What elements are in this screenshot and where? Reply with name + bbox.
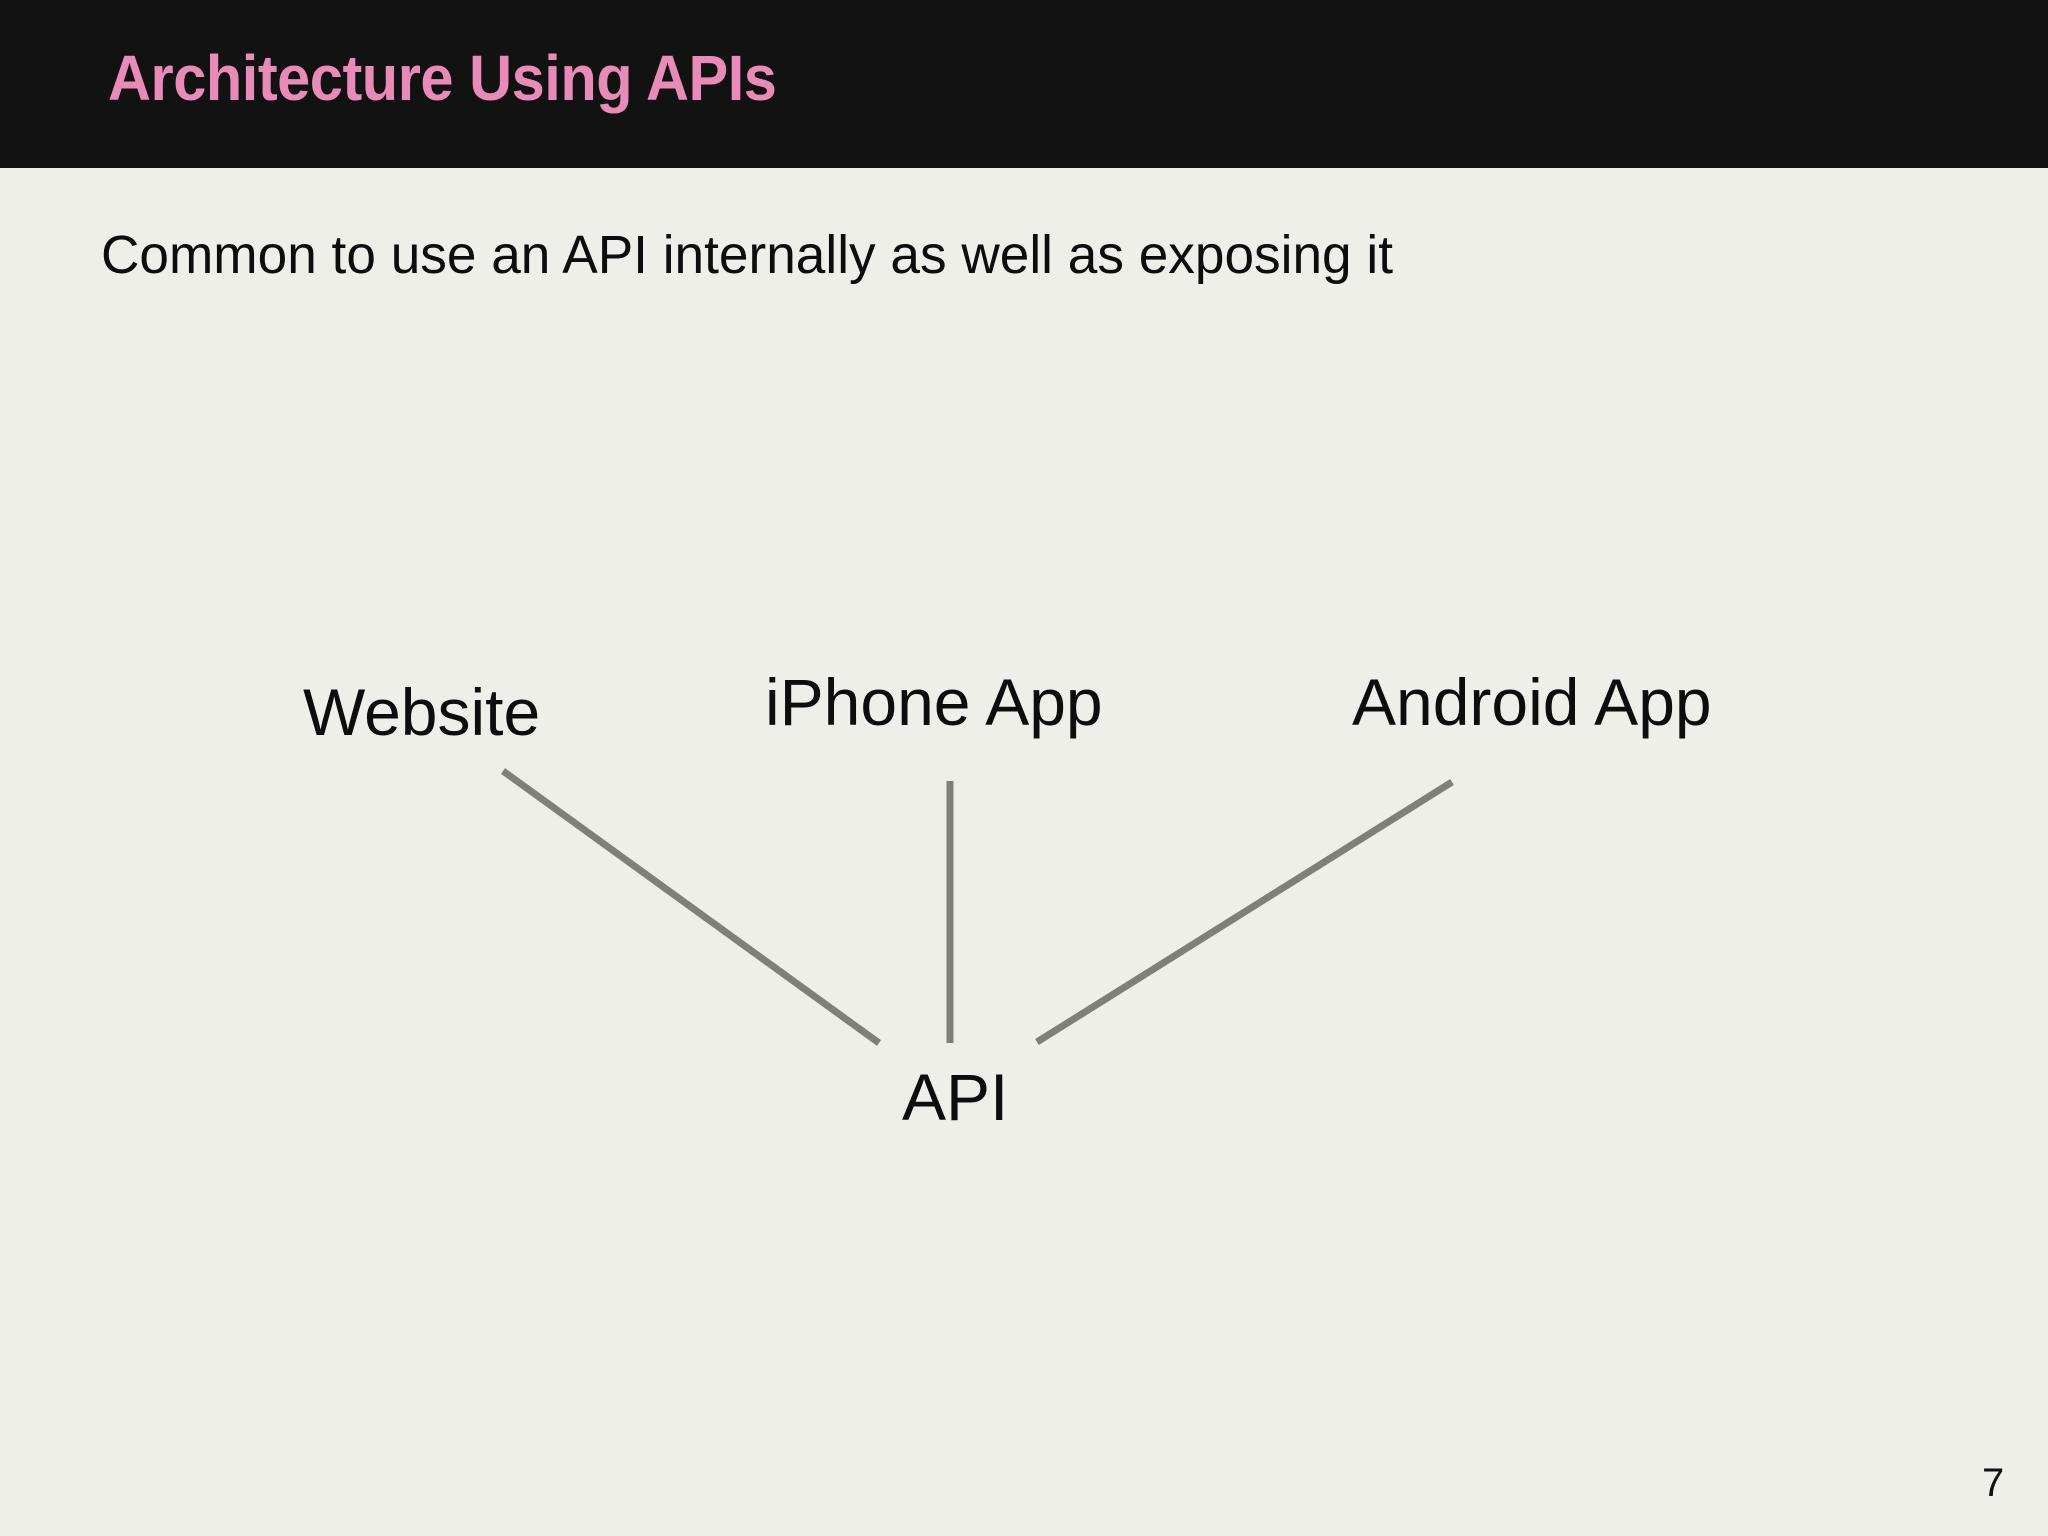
diagram-node-iphone-app: iPhone App xyxy=(765,665,1103,739)
diagram-node-android-app: Android App xyxy=(1352,665,1712,739)
slide-header-bar: Architecture Using APIs xyxy=(0,0,2048,168)
diagram-node-api: API xyxy=(902,1060,1009,1134)
diagram-node-website: Website xyxy=(303,675,541,749)
slide-subtitle: Common to use an API internally as well … xyxy=(101,225,1393,285)
page-title: Architecture Using APIs xyxy=(108,42,777,114)
connector-website-to-api xyxy=(500,768,882,1046)
page-number: 7 xyxy=(1982,1461,2005,1505)
connector-android-to-api xyxy=(1035,779,1454,1045)
